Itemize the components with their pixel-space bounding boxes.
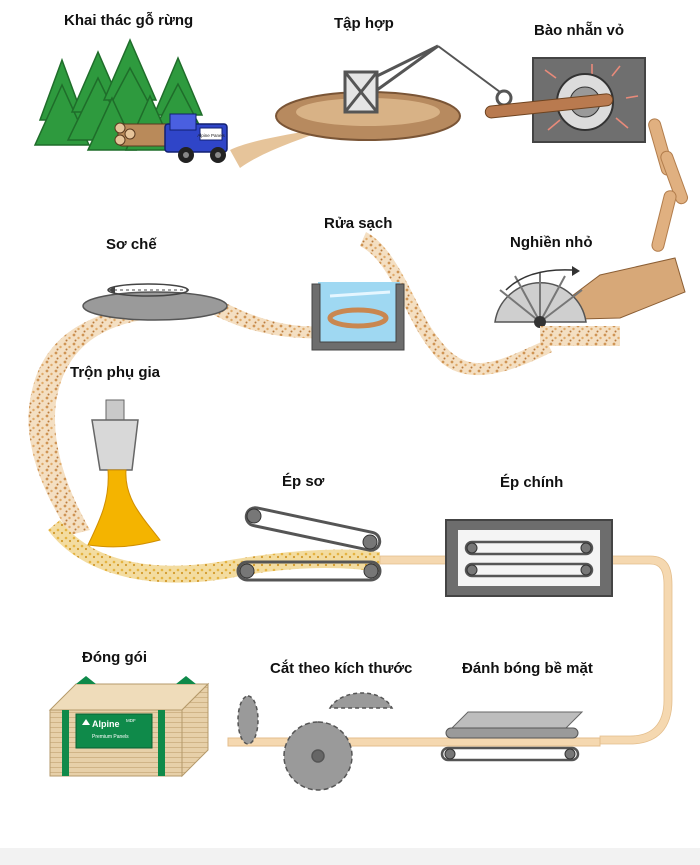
step-label-wash: Rửa sạch bbox=[324, 215, 393, 232]
package-subtitle: Premium Panels bbox=[92, 734, 129, 740]
polisher-illustration bbox=[440, 711, 584, 762]
step-label-collect: Tập hợp bbox=[334, 15, 394, 32]
logging-truck: Alpine Panels bbox=[164, 113, 228, 163]
debarker-illustration bbox=[484, 57, 646, 143]
sawdust-trail-grind-to-wash bbox=[360, 232, 552, 376]
step-label-package: Đóng gói bbox=[82, 649, 147, 666]
grinder-illustration bbox=[494, 257, 686, 346]
step-label-mainpress: Ép chính bbox=[500, 474, 564, 491]
step-label-grind: Nghiền nhỏ bbox=[510, 234, 593, 251]
sawdust-trail-wash-to-prep bbox=[212, 300, 330, 339]
bottom-strip bbox=[0, 848, 700, 865]
glue-mixer-illustration bbox=[87, 399, 161, 548]
saw-blades-illustration bbox=[237, 692, 394, 791]
step-label-mix: Trộn phụ gia bbox=[70, 364, 160, 381]
step-label-cut: Cắt theo kích thước bbox=[270, 660, 413, 677]
wash-tank-illustration bbox=[311, 282, 405, 351]
prepress-illustration bbox=[236, 506, 382, 582]
main-press-illustration bbox=[445, 519, 613, 597]
sawdust-trail-prep-down bbox=[28, 307, 143, 535]
log-yard-illustration bbox=[275, 44, 513, 141]
step-label-prepress: Ép sơ bbox=[282, 473, 325, 490]
step-label-preprocess: Sơ chế bbox=[106, 236, 157, 253]
log-track bbox=[230, 128, 330, 168]
package-brand: Alpine bbox=[92, 719, 120, 729]
package-brand-tag: MDF bbox=[126, 718, 136, 723]
crane bbox=[343, 44, 501, 114]
board-strip-bottom bbox=[227, 737, 601, 747]
step-label-debark: Bào nhẵn vỏ bbox=[534, 22, 625, 39]
packaged-panels-illustration: Alpine MDF Premium Panels bbox=[48, 676, 210, 778]
log-pieces bbox=[648, 118, 689, 252]
truck-door-text: Alpine Panels bbox=[197, 133, 225, 138]
step-label-polish: Đánh bóng bề mặt bbox=[462, 660, 593, 677]
log-pile bbox=[114, 122, 177, 147]
preprocess-disc-illustration bbox=[82, 283, 228, 321]
sawdust-trail-to-press bbox=[48, 520, 380, 583]
forest-harvest-illustration: Alpine Panels bbox=[33, 38, 330, 168]
step-label-harvest: Khai thác gỗ rừng bbox=[64, 12, 194, 29]
